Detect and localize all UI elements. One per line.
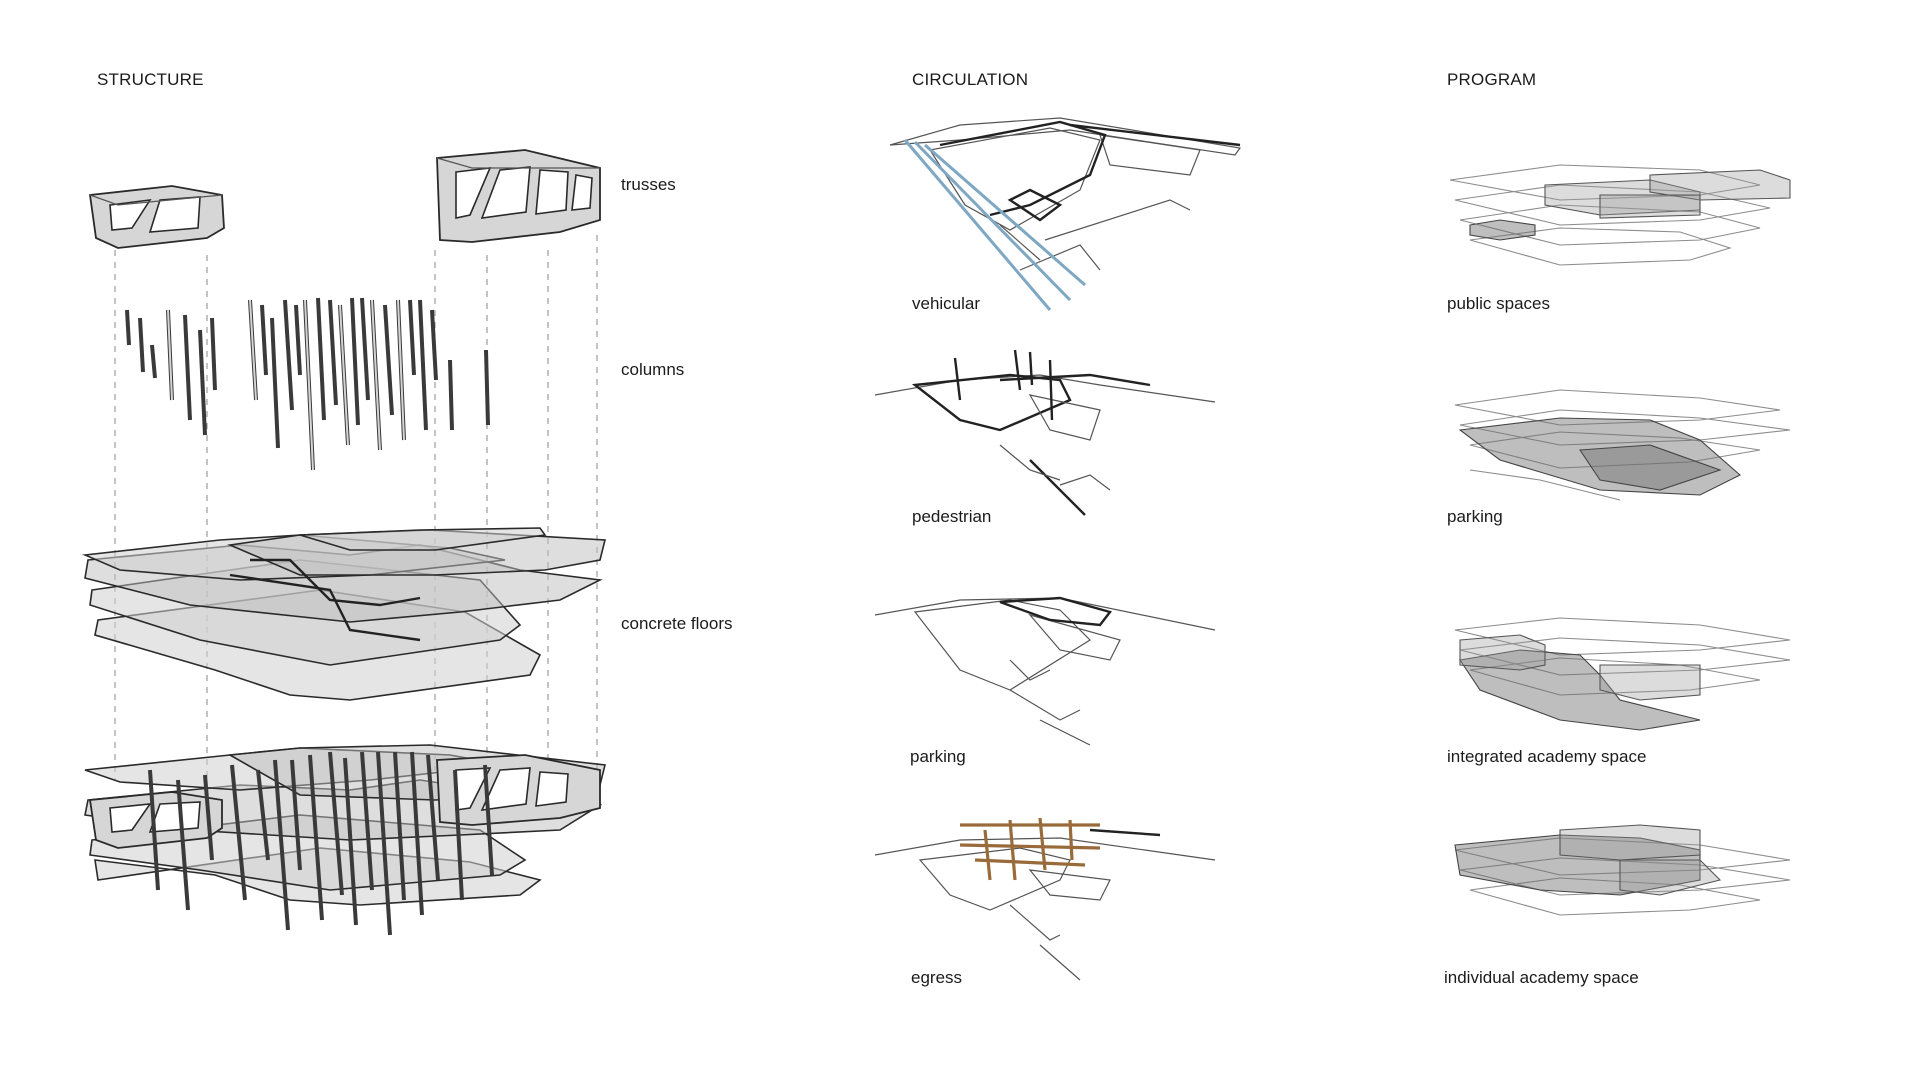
structure-heading: STRUCTURE bbox=[97, 70, 204, 89]
integrated-academy-diagram bbox=[1454, 617, 1791, 731]
individual-academy-label: individual academy space bbox=[1444, 968, 1639, 987]
public-spaces-diagram bbox=[1449, 164, 1791, 266]
concrete-floors-label: concrete floors bbox=[621, 614, 733, 633]
egress-diagram bbox=[874, 817, 1216, 981]
columns-label: columns bbox=[621, 360, 685, 379]
large-truss bbox=[436, 149, 601, 243]
assembled-structure bbox=[84, 744, 606, 906]
trusses-label: trusses bbox=[621, 175, 676, 194]
small-truss bbox=[88, 185, 225, 249]
program-heading: PROGRAM bbox=[1447, 70, 1537, 89]
vehicular-label: vehicular bbox=[912, 294, 981, 313]
pedestrian-label: pedestrian bbox=[912, 507, 992, 526]
circulation-heading: CIRCULATION bbox=[912, 70, 1029, 89]
egress-label: egress bbox=[911, 968, 963, 987]
program-parking-diagram bbox=[1454, 389, 1791, 501]
columns-highlight bbox=[167, 299, 405, 471]
individual-academy-diagram bbox=[1454, 824, 1791, 916]
program-parking-label: parking bbox=[1447, 507, 1503, 526]
columns-group bbox=[125, 297, 490, 471]
integrated-academy-label: integrated academy space bbox=[1447, 747, 1647, 766]
assembled-columns bbox=[148, 751, 494, 936]
vehicular-diagram bbox=[889, 117, 1242, 311]
circulation-parking-diagram bbox=[874, 596, 1216, 746]
pedestrian-diagram bbox=[874, 349, 1216, 516]
concrete-floor-slabs bbox=[81, 527, 607, 701]
circulation-parking-label: parking bbox=[910, 747, 966, 766]
public-spaces-label: public spaces bbox=[1447, 294, 1551, 313]
